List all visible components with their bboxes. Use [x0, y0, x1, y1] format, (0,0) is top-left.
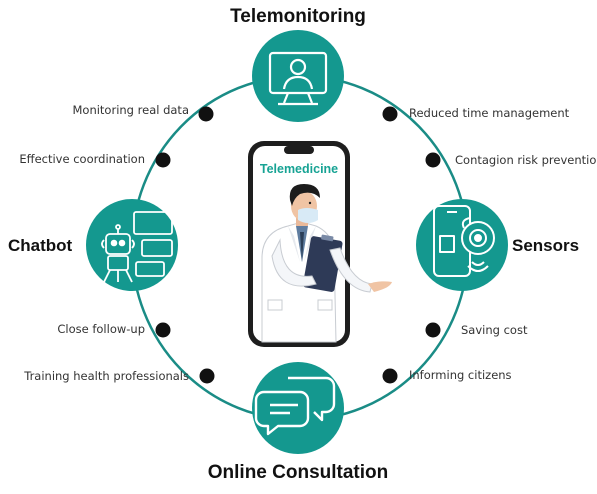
label-close-follow-up: Close follow-up — [57, 322, 145, 336]
label-contagion-risk-prevention: Contagion risk prevention — [455, 153, 597, 167]
label-training-health-professionals: Training health professionals — [24, 369, 189, 383]
label-monitoring-real-data: Monitoring real data — [72, 103, 189, 117]
title-chatbot: Chatbot — [8, 236, 73, 255]
dot-reduced-time — [382, 106, 398, 122]
label-informing-citizens: Informing citizens — [409, 368, 512, 382]
dot-coordination — [155, 152, 171, 168]
dot-follow-up — [155, 322, 171, 338]
dot-informing — [382, 368, 398, 384]
dot-training — [199, 368, 215, 384]
title-telemonitoring: Telemonitoring — [230, 6, 366, 27]
smartphone-illustration — [248, 141, 392, 347]
node-telemonitoring — [252, 30, 344, 122]
label-saving-cost: Saving cost — [461, 323, 528, 337]
label-reduced-time-management: Reduced time management — [409, 106, 570, 120]
monitor-user-icon — [268, 51, 328, 106]
dot-contagion — [425, 152, 441, 168]
title-online-consultation: Online Consultation — [207, 462, 389, 483]
title-sensors: Sensors — [512, 236, 580, 255]
smartphone-camera-icon — [433, 205, 495, 277]
phone-title: Telemedicine — [259, 162, 339, 176]
chat-bubbles-icon — [254, 376, 336, 436]
label-effective-coordination: Effective coordination — [19, 152, 145, 166]
node-sensors — [416, 199, 508, 291]
node-online-consultation — [252, 362, 344, 454]
node-chatbot — [86, 199, 178, 291]
dot-monitoring — [198, 106, 214, 122]
doctor-figure — [261, 184, 392, 343]
dot-saving-cost — [425, 322, 441, 338]
robot-chat-icon — [101, 211, 173, 283]
